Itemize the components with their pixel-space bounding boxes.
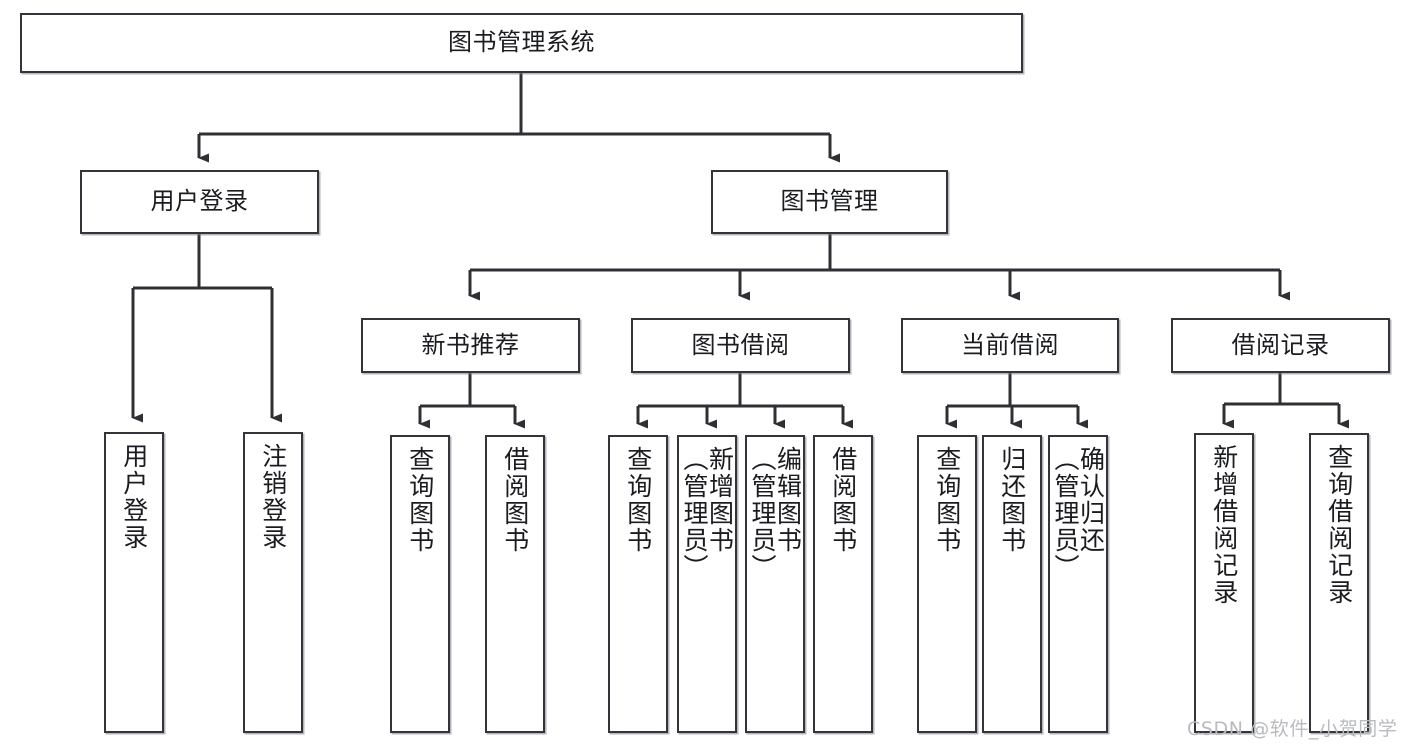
leaf-query-book-2[interactable]: 查询图书 bbox=[608, 435, 668, 733]
leaf-query-borrow-record[interactable]: 查询借阅记录 bbox=[1309, 433, 1369, 733]
node-user-login[interactable]: 用户登录 bbox=[80, 170, 319, 234]
leaf-query-book-3[interactable]: 查询图书 bbox=[917, 435, 977, 733]
node-label: 借阅图书 bbox=[828, 446, 858, 554]
leaf-confirm-return[interactable]: 确认归还 （管理员） bbox=[1048, 435, 1108, 733]
node-label: 注销登录 bbox=[258, 443, 288, 551]
leaf-add-book[interactable]: 新增图书 （管理员） bbox=[677, 435, 737, 733]
node-label: 查询图书 bbox=[623, 446, 653, 554]
leaf-borrow-book-1[interactable]: 借阅图书 bbox=[485, 435, 545, 733]
node-label: 新书推荐 bbox=[421, 330, 520, 359]
node-label: 编辑图书 （管理员） bbox=[748, 446, 803, 581]
leaf-borrow-book-2[interactable]: 借阅图书 bbox=[813, 435, 873, 733]
node-label: 查询图书 bbox=[405, 446, 435, 554]
node-book-borrow[interactable]: 图书借阅 bbox=[631, 318, 850, 373]
node-root-system[interactable]: 图书管理系统 bbox=[20, 13, 1023, 73]
node-current-borrow[interactable]: 当前借阅 bbox=[901, 318, 1119, 373]
leaf-logout[interactable]: 注销登录 bbox=[243, 432, 303, 733]
leaf-query-book-1[interactable]: 查询图书 bbox=[390, 435, 450, 733]
node-label: 图书借阅 bbox=[691, 330, 790, 359]
node-label: 归还图书 bbox=[997, 446, 1027, 554]
node-label: 图书管理 bbox=[780, 187, 879, 216]
node-label: 查询图书 bbox=[932, 446, 962, 554]
node-label: 用户登录 bbox=[119, 443, 149, 551]
leaf-add-borrow-record[interactable]: 新增借阅记录 bbox=[1194, 433, 1254, 733]
node-label: 查询借阅记录 bbox=[1324, 444, 1354, 606]
leaf-user-login[interactable]: 用户登录 bbox=[104, 432, 164, 733]
node-label: 新增借阅记录 bbox=[1209, 444, 1239, 606]
node-book-management[interactable]: 图书管理 bbox=[711, 170, 948, 234]
leaf-edit-book[interactable]: 编辑图书 （管理员） bbox=[745, 435, 805, 733]
node-label: 新增图书 （管理员） bbox=[680, 446, 735, 581]
node-new-book-recommend[interactable]: 新书推荐 bbox=[361, 318, 580, 373]
node-label: 用户登录 bbox=[150, 187, 249, 216]
node-borrow-record[interactable]: 借阅记录 bbox=[1171, 318, 1390, 373]
node-label: 借阅图书 bbox=[500, 446, 530, 554]
node-label: 确认归还 （管理员） bbox=[1051, 446, 1106, 581]
node-label: 图书管理系统 bbox=[448, 28, 595, 57]
node-label: 当前借阅 bbox=[961, 330, 1059, 359]
node-label: 借阅记录 bbox=[1231, 330, 1330, 359]
leaf-return-book[interactable]: 归还图书 bbox=[982, 435, 1042, 733]
